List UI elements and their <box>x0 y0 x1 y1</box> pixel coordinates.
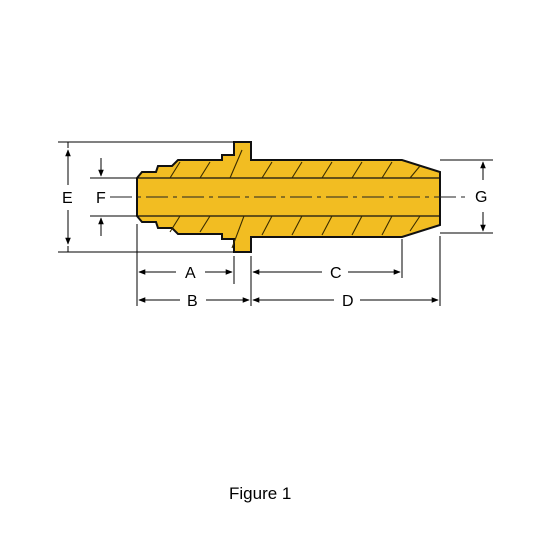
dimension-b: B <box>138 293 250 310</box>
dimension-label-a: A <box>185 265 196 282</box>
dimension-label-c: C <box>330 265 342 282</box>
dimension-c: C <box>252 265 401 282</box>
valve-guide-part <box>110 141 470 253</box>
dimension-d: D <box>252 293 439 310</box>
dimension-g: G <box>440 159 493 234</box>
figure-caption: Figure 1 <box>229 484 291 503</box>
dimension-label-b: B <box>187 293 198 310</box>
dimension-label-g: G <box>475 189 487 206</box>
dimension-label-e: E <box>62 190 73 207</box>
dimension-e: E <box>58 141 234 253</box>
dimension-label-d: D <box>342 293 354 310</box>
hatching-bottom <box>169 215 421 249</box>
dimension-f: F <box>90 158 137 236</box>
dimension-a: A <box>138 265 233 282</box>
dimension-label-f: F <box>96 190 106 207</box>
extension-lines <box>136 224 441 306</box>
hatching-top <box>169 149 421 179</box>
